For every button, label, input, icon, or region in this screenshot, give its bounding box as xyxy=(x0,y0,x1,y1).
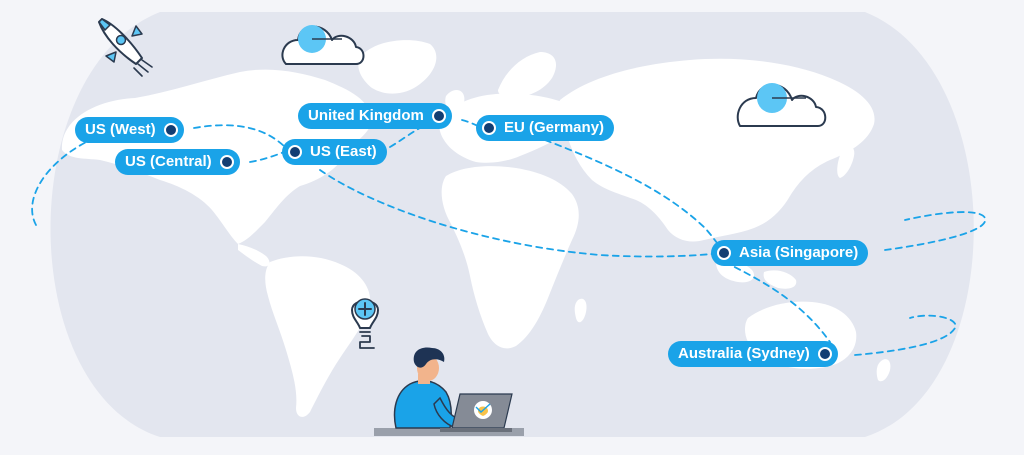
location-dot xyxy=(817,347,832,361)
route-australia-east xyxy=(854,314,957,356)
japan xyxy=(837,145,855,178)
south-america xyxy=(265,256,371,417)
route-central-to-east xyxy=(249,151,285,163)
british-isles xyxy=(445,90,465,112)
location-asia-singapore[interactable]: Asia (Singapore) xyxy=(711,240,869,266)
rocket-icon xyxy=(98,18,153,77)
central-america xyxy=(238,244,270,267)
cloud-icon xyxy=(281,25,365,65)
route-east-to-uk xyxy=(389,119,441,148)
greenland xyxy=(358,40,437,94)
location-us-west[interactable]: US (West) xyxy=(75,117,184,143)
location-dot xyxy=(482,121,496,135)
route-west-to-east xyxy=(193,124,287,149)
location-us-central[interactable]: US (Central) xyxy=(115,149,240,175)
laptop-icon xyxy=(440,393,513,432)
location-dot xyxy=(288,145,302,159)
scandinavia xyxy=(498,52,556,98)
africa xyxy=(441,166,579,349)
location-label: EU (Germany) xyxy=(504,119,605,136)
location-dot xyxy=(163,123,178,137)
location-label: US (West) xyxy=(85,121,156,138)
location-us-east[interactable]: US (East) xyxy=(282,139,387,165)
location-label: US (East) xyxy=(310,143,377,160)
location-label: US (Central) xyxy=(125,153,212,170)
new-zealand xyxy=(876,359,891,382)
route-asia-east-loop xyxy=(884,211,986,251)
location-dot xyxy=(219,155,234,169)
location-united-kingdom[interactable]: United Kingdom xyxy=(298,103,452,129)
location-label: United Kingdom xyxy=(308,107,424,124)
developer-illustration xyxy=(374,347,524,436)
route-east-to-asia xyxy=(319,169,713,258)
lightbulb-plus-icon xyxy=(351,298,379,349)
route-uk-to-eu xyxy=(461,119,483,129)
cloud-icon-asia xyxy=(736,83,827,127)
location-dot xyxy=(431,109,446,123)
location-eu-germany[interactable]: EU (Germany) xyxy=(476,115,615,141)
location-australia-sydney[interactable]: Australia (Sydney) xyxy=(668,341,838,367)
location-label: Asia (Singapore) xyxy=(739,244,859,261)
location-dot xyxy=(717,246,731,260)
location-label: Australia (Sydney) xyxy=(678,345,810,362)
madagascar xyxy=(574,298,587,323)
route-asia-to-australia xyxy=(724,261,831,343)
